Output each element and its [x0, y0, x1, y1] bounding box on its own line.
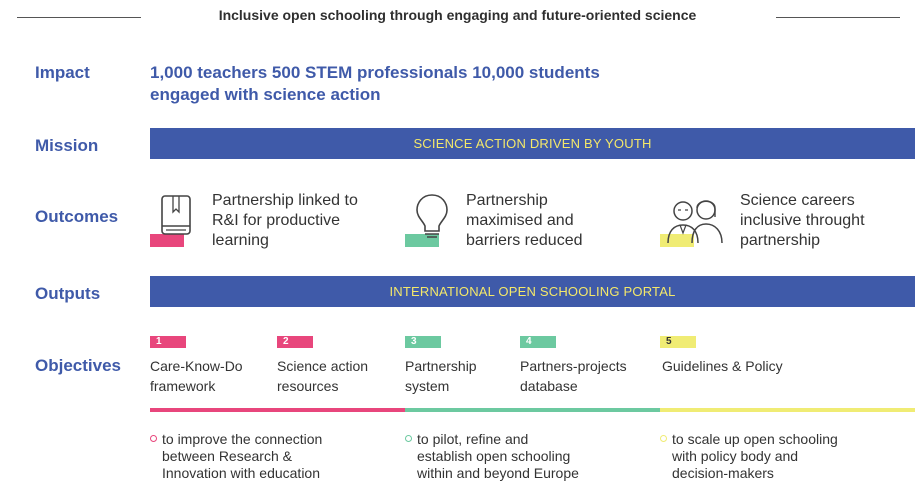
- objective-4-line-2: database: [520, 378, 578, 394]
- header-rule-left: [17, 17, 141, 18]
- outcome-1-line-3: learning: [212, 232, 269, 249]
- objective-5-badge: 5: [660, 336, 696, 348]
- goal-2-line-1: to pilot, refine and: [417, 431, 529, 447]
- outcome-1-text: Partnership linked to R&I for productive…: [212, 191, 392, 251]
- objective-1-line-2: framework: [150, 378, 216, 394]
- outcome-3-line-2: inclusive throught: [740, 212, 865, 229]
- lightbulb-icon: [416, 194, 448, 238]
- outcome-1-color-block: [150, 234, 184, 247]
- objective-5-line-1: Guidelines & Policy: [662, 358, 783, 374]
- goal-2: to pilot, refine and establish open scho…: [405, 431, 645, 482]
- objective-4-badge: 4: [520, 336, 556, 348]
- objective-3-text: Partnership system: [405, 356, 477, 396]
- outcomes-label: Outcomes: [35, 207, 119, 226]
- goal-3-line-3: decision-makers: [672, 465, 774, 481]
- objective-4-line-1: Partners-projects: [520, 358, 627, 374]
- outcome-2-line-1: Partnership: [466, 192, 548, 209]
- objective-2-badge: 2: [277, 336, 313, 348]
- goal-1-bullet-icon: [150, 435, 157, 442]
- goal-2-line-3: within and beyond Europe: [417, 465, 579, 481]
- outputs-label: Outputs: [35, 284, 101, 303]
- objective-3-line-1: Partnership: [405, 358, 477, 374]
- pink-bar: [150, 408, 405, 412]
- outcome-2-text: Partnership maximised and barriers reduc…: [466, 191, 646, 251]
- goal-1: to improve the connection between Resear…: [150, 431, 390, 482]
- goal-1-line-1: to improve the connection: [162, 431, 323, 447]
- goal-3-line-2: with policy body and: [672, 448, 799, 464]
- goal-3-bullet-icon: [660, 435, 667, 442]
- goal-2-bullet-icon: [405, 435, 412, 442]
- impact-text: 1,000 teachers 500 STEM professionals 10…: [150, 62, 790, 106]
- objective-1-badge: 1: [150, 336, 186, 348]
- header-title: Inclusive open schooling through engagin…: [218, 7, 697, 23]
- outcome-3-line-3: partnership: [740, 232, 821, 249]
- people-icon: [667, 200, 723, 244]
- outcome-3-line-1: Science careers: [740, 192, 855, 209]
- objective-4-text: Partners-projects database: [520, 356, 627, 396]
- objective-1-text: Care-Know-Do framework: [150, 356, 243, 396]
- outcome-2-line-2: maximised and: [466, 212, 574, 229]
- outcome-1-line-2: R&I for productive: [212, 212, 341, 229]
- goal-3-line-1: to scale up open schooling: [672, 431, 838, 447]
- impact-label: Impact: [35, 63, 90, 82]
- impact-line-1: 1,000 teachers 500 STEM professionals 10…: [150, 63, 600, 82]
- objective-3-badge: 3: [405, 336, 441, 348]
- objective-2-text: Science action resources: [277, 356, 368, 396]
- header-rule-right: [776, 17, 900, 18]
- book-icon: [161, 195, 191, 235]
- goal-3: to scale up open schooling with policy b…: [660, 431, 900, 482]
- objective-2-line-2: resources: [277, 378, 339, 394]
- mission-band: SCIENCE ACTION DRIVEN BY YOUTH: [150, 128, 915, 159]
- goal-1-line-2: between Research &: [162, 448, 292, 464]
- outcome-2-line-3: barriers reduced: [466, 232, 583, 249]
- objective-1-line-1: Care-Know-Do: [150, 358, 243, 374]
- outcome-1-line-1: Partnership linked to: [212, 192, 358, 209]
- objective-3-line-2: system: [405, 378, 450, 394]
- impact-line-2: engaged with science action: [150, 85, 381, 104]
- yellow-bar: [660, 408, 915, 412]
- outcome-3-text: Science careers inclusive throught partn…: [740, 191, 915, 251]
- objective-2-line-1: Science action: [277, 358, 369, 374]
- green-bar: [405, 408, 660, 412]
- goal-2-line-2: establish open schooling: [417, 448, 571, 464]
- mission-label: Mission: [35, 136, 99, 155]
- objectives-label: Objectives: [35, 356, 121, 375]
- objective-5-text: Guidelines & Policy: [662, 356, 783, 376]
- goal-1-line-3: Innovation with education: [162, 465, 320, 481]
- outputs-band: INTERNATIONAL OPEN SCHOOLING PORTAL: [150, 276, 915, 307]
